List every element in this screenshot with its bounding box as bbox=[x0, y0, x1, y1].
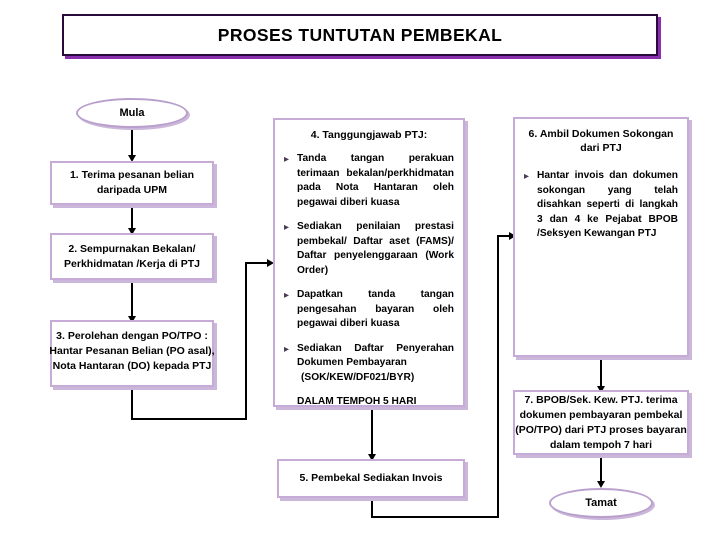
bullet-icon: ▸ bbox=[284, 290, 290, 301]
process-node-step6: 6. Ambil Dokumen Sokongan dari PTJ ▸ Han… bbox=[513, 117, 689, 357]
connector-step7-to-end bbox=[600, 455, 602, 485]
connector-step1-to-step2 bbox=[131, 205, 133, 233]
process-node-step2: 2. Sempurnakan Bekalan/ Perkhidmatan /Ke… bbox=[50, 233, 214, 280]
bullet-icon: ▸ bbox=[284, 154, 290, 165]
connector-step6-to-step7 bbox=[600, 357, 602, 390]
process-node-step5: 5. Pembekal Sediakan Invois bbox=[277, 459, 465, 498]
terminator-end-label: Tamat bbox=[585, 497, 617, 509]
step6-bullet-1: ▸ Hantar invois dan dokumen sokongan yan… bbox=[524, 169, 678, 242]
step4-bullet-1-text: Tanda tangan perakuan terimaan bekalan/p… bbox=[297, 153, 454, 208]
arrowhead-step4-to-step5 bbox=[367, 454, 376, 461]
step1-line-1: 1. Terima pesanan belian bbox=[69, 169, 195, 181]
terminator-start-label: Mula bbox=[119, 107, 145, 119]
terminator-start: Mula bbox=[76, 98, 188, 128]
arrowhead-start-to-step1 bbox=[127, 155, 136, 162]
step2-line-2: Perkhidmatan /Kerja di PTJ bbox=[64, 257, 200, 270]
step4-bullet-2-text: Sediakan penilaian prestasi pembekal/ Da… bbox=[297, 221, 454, 276]
step1-line-2: daripada UPM bbox=[96, 184, 167, 196]
connector-step5-right bbox=[371, 516, 499, 518]
process-node-step4: 4. Tanggungjawab PTJ: ▸ Tanda tangan per… bbox=[273, 118, 465, 407]
terminator-end: Tamat bbox=[549, 488, 653, 518]
step4-bullet-4-main: Sediakan Daftar Penyerahan Dokumen Pemba… bbox=[297, 342, 454, 369]
connector-step5-down bbox=[371, 498, 373, 518]
step7-line-4: dalam tempoh 7 hari bbox=[549, 438, 653, 451]
arrowhead-step1-to-step2 bbox=[127, 228, 136, 235]
process-node-step3: 3. Perolehan dengan PO/TPO : Hantar Pesa… bbox=[49, 320, 215, 387]
connector-start-to-step1 bbox=[131, 128, 133, 158]
step4-bullet-2: ▸ Sediakan penilaian prestasi pembekal/ … bbox=[284, 220, 454, 278]
chart-title-banner: PROSES TUNTUTAN PEMBEKAL bbox=[62, 14, 658, 56]
connector-step2-to-step3 bbox=[131, 280, 133, 320]
step4-bullet-4: ▸ Sediakan Daftar Penyerahan Dokumen Pem… bbox=[284, 342, 454, 386]
connector-into-step6 bbox=[497, 235, 511, 237]
connector-step5-up bbox=[497, 235, 499, 518]
process-node-step1: 1. Terima pesanan belian daripada UPM bbox=[50, 161, 214, 205]
bullet-icon: ▸ bbox=[524, 171, 530, 182]
bullet-icon: ▸ bbox=[284, 222, 290, 233]
bullet-icon: ▸ bbox=[284, 343, 290, 355]
process-node-step7: 7. BPOB/Sek. Kew. PTJ. terima dokumen pe… bbox=[513, 390, 689, 455]
connector-step3-into-step4 bbox=[245, 262, 269, 264]
step4-bullet-3: ▸ Dapatkan tanda tangan pengesahan bayar… bbox=[284, 288, 454, 332]
step4-footer: DALAM TEMPOH 5 HARI bbox=[297, 396, 417, 407]
step3-line-2: Hantar Pesanan Belian (PO asal), bbox=[49, 345, 215, 357]
arrowhead-to-step6 bbox=[509, 231, 516, 240]
step6-heading: 6. Ambil Dokumen Sokongan dari PTJ bbox=[528, 128, 674, 154]
step7-line-3: (PO/TPO) dari PTJ proses bayaran bbox=[515, 423, 687, 436]
step7-line-1: 7. BPOB/Sek. Kew. PTJ. terima bbox=[524, 393, 678, 406]
step4-bullet-4-text: Sediakan Daftar Penyerahan Dokumen Pemba… bbox=[297, 342, 454, 386]
connector-step3-down bbox=[131, 387, 133, 420]
step7-line-2: dokumen pembayaran pembekal bbox=[519, 408, 683, 421]
step4-bullet-1: ▸ Tanda tangan perakuan terimaan bekalan… bbox=[284, 152, 454, 210]
step4-bullet-3-text: Dapatkan tanda tangan pengesahan bayaran… bbox=[297, 289, 454, 329]
step6-bullet-1-text: Hantar invois dan dokumen sokongan yang … bbox=[537, 170, 678, 239]
step4-heading: 4. Tanggungjawab PTJ: bbox=[310, 129, 428, 141]
connector-step3-up bbox=[245, 262, 247, 420]
arrowhead-step2-to-step3 bbox=[127, 316, 136, 323]
arrowhead-step3-to-step4 bbox=[267, 258, 274, 267]
step3-line-3: Nota Hantaran (DO) kepada PTJ bbox=[52, 360, 212, 372]
page-title: PROSES TUNTUTAN PEMBEKAL bbox=[217, 24, 503, 45]
step2-line-1: 2. Sempurnakan Bekalan/ bbox=[68, 242, 196, 255]
step4-bullet-4-code: (SOK/KEW/DF021/BYR) bbox=[301, 371, 415, 383]
step3-line-1: 3. Perolehan dengan PO/TPO : bbox=[56, 330, 208, 342]
connector-step3-right bbox=[131, 418, 247, 420]
arrowhead-step6-to-step7 bbox=[596, 386, 605, 393]
arrowhead-step7-to-end bbox=[596, 481, 605, 488]
connector-step4-to-step5 bbox=[371, 407, 373, 459]
step5-line-1: 5. Pembekal Sediakan Invois bbox=[299, 472, 443, 484]
